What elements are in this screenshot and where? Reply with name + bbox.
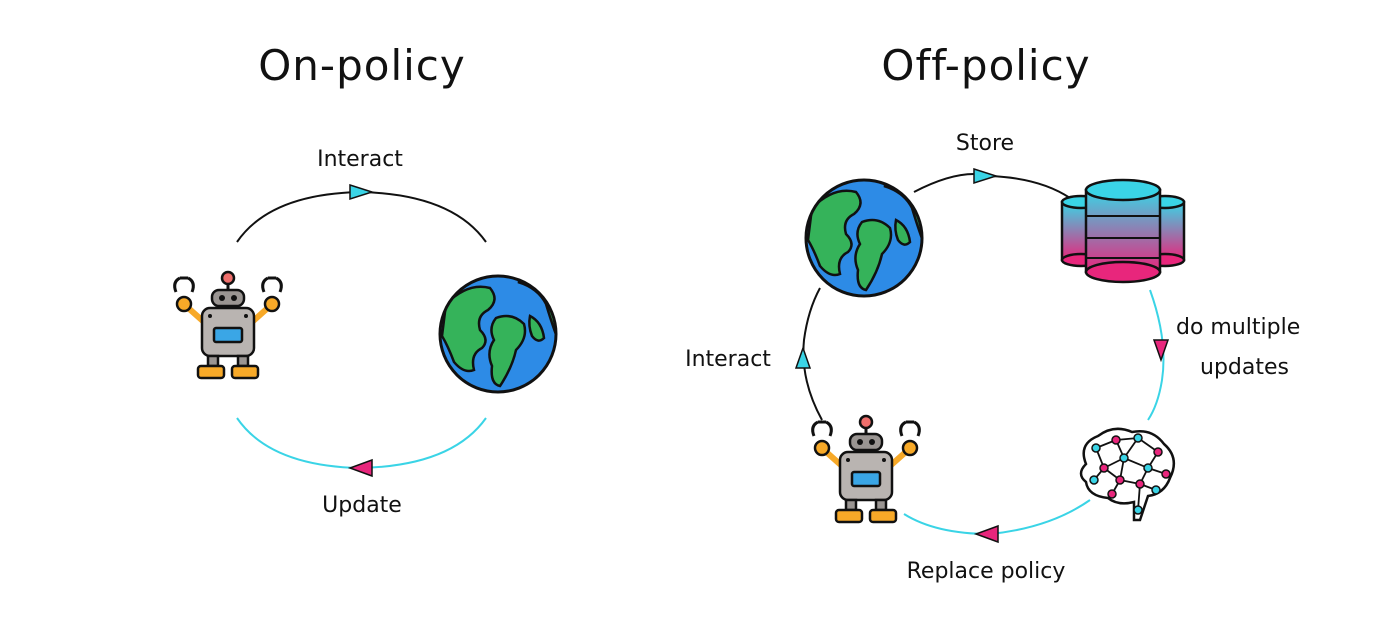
multi-update-label-line1: do multiple	[1176, 315, 1300, 340]
on-policy-update-arc	[236, 417, 487, 470]
on-policy-interact-label: Interact	[317, 147, 403, 172]
off-policy-interact-label: Interact	[685, 347, 771, 372]
off-policy-interact-arc	[802, 287, 823, 421]
store-arrow	[973, 167, 999, 185]
store-label: Store	[956, 131, 1014, 156]
globe-icon	[440, 274, 562, 392]
off-policy-interact-arrow	[794, 345, 812, 369]
multi-update-arrow	[1152, 339, 1170, 363]
on-policy-interact-arc	[236, 190, 487, 243]
off-policy-panel: Off-policy Store do multiple updates Rep…	[685, 41, 1300, 584]
off-policy-title: Off-policy	[881, 41, 1090, 90]
multi-update-arc	[1147, 289, 1165, 421]
robot-icon	[813, 416, 920, 522]
globe-icon	[806, 178, 928, 296]
replace-policy-arrow	[973, 524, 999, 544]
on-policy-interact-arrow	[349, 183, 375, 201]
robot-icon	[175, 272, 282, 378]
on-policy-title: On-policy	[258, 41, 465, 90]
on-policy-update-arrow	[347, 458, 373, 478]
database-icon	[1060, 178, 1186, 284]
multi-update-label-line2: updates	[1200, 355, 1289, 380]
neural-network-brain-icon	[1079, 427, 1176, 522]
on-policy-update-label: Update	[322, 493, 402, 518]
on-policy-panel: On-policy Interact Update	[175, 41, 562, 518]
replace-policy-label: Replace policy	[907, 559, 1066, 584]
